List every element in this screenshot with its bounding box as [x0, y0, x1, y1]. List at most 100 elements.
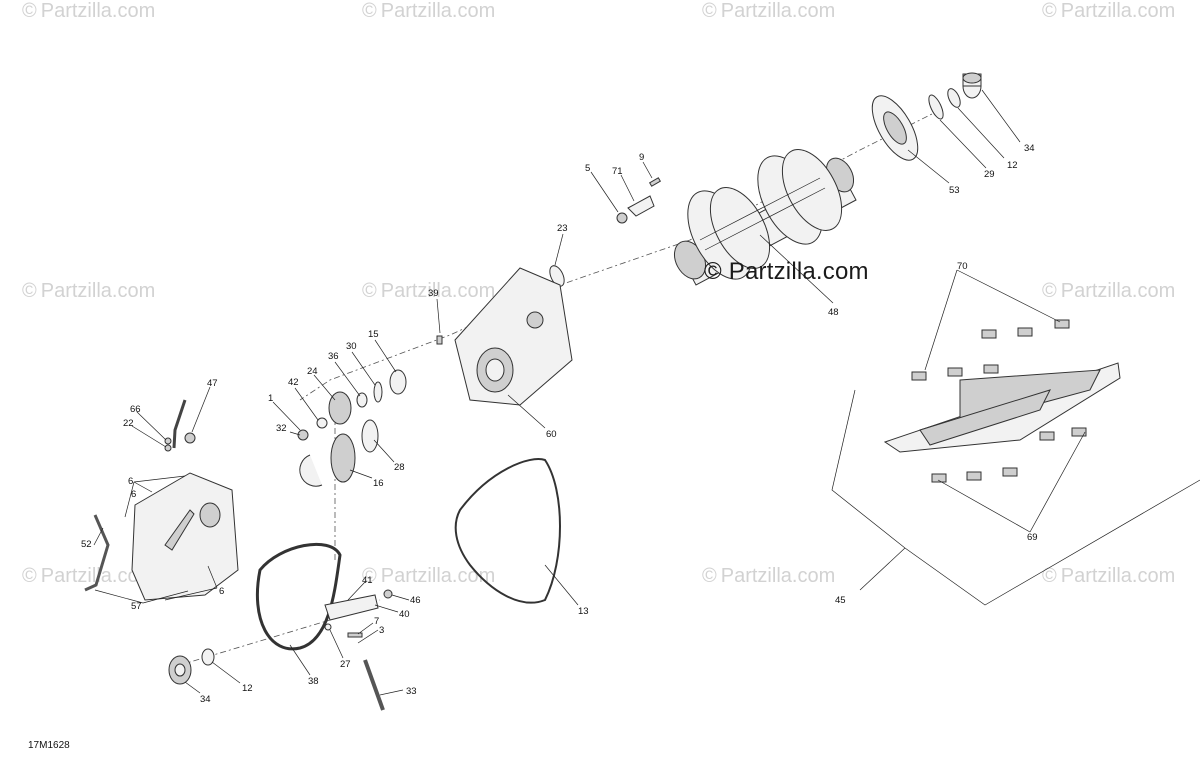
callout-53: 53 — [949, 185, 960, 196]
watermark: ©Partzilla.com — [702, 565, 836, 587]
callout-60: 60 — [546, 429, 557, 440]
copyright-icon: © — [704, 258, 729, 285]
tensioner-40 — [324, 594, 379, 621]
pin-9 — [648, 177, 662, 187]
callout-27: 27 — [340, 659, 351, 670]
callout-30: 30 — [346, 341, 357, 352]
brand-watermark: © Partzilla.com — [704, 258, 869, 285]
callout-12-top: 12 — [1007, 160, 1018, 171]
callout-33: 33 — [406, 686, 417, 697]
callout-34-top: 34 — [1024, 143, 1035, 154]
callout-16: 16 — [373, 478, 384, 489]
copyright-icon: © — [1042, 280, 1057, 302]
ring-30 — [373, 381, 383, 403]
callout-36: 36 — [328, 351, 339, 362]
callout-57: 57 — [131, 601, 142, 612]
fitting-22 — [164, 444, 172, 452]
callout-71: 71 — [612, 166, 623, 177]
watermark: ©Partzilla.com — [22, 280, 156, 302]
callout-45: 45 — [835, 595, 846, 606]
ring-28 — [361, 419, 379, 453]
callout-6-mid: 6 — [131, 489, 136, 500]
callout-46: 46 — [410, 595, 421, 606]
callout-28: 28 — [394, 462, 405, 473]
bearing-34-top — [962, 72, 982, 99]
ring-12-bottom — [201, 648, 215, 666]
callout-3: 3 — [379, 625, 384, 636]
nut-5 — [616, 212, 628, 224]
callout-5: 5 — [585, 163, 590, 174]
bracket-71 — [627, 195, 655, 217]
spacer-36 — [356, 392, 368, 408]
copyright-icon: © — [22, 565, 37, 587]
callout-6-top: 6 — [128, 476, 133, 487]
gasket-13 — [454, 458, 561, 604]
callout-1: 1 — [268, 393, 273, 404]
washer-42 — [316, 417, 328, 429]
dipstick-47 — [172, 399, 187, 449]
callout-38: 38 — [308, 676, 319, 687]
callout-13: 13 — [578, 606, 589, 617]
circlip-1 — [299, 454, 323, 487]
callout-9: 9 — [639, 152, 644, 163]
callout-7: 7 — [374, 616, 379, 627]
sprocket-16 — [330, 433, 356, 483]
clips-69 — [931, 427, 1087, 483]
fitting-66 — [164, 437, 172, 445]
ring-12-top — [947, 88, 961, 108]
callout-32: 32 — [276, 423, 287, 434]
watermark: ©Partzilla.com — [1042, 280, 1176, 302]
seal-23 — [549, 265, 565, 287]
copyright-icon: © — [702, 565, 717, 587]
callout-22: 22 — [123, 418, 134, 429]
plug-39 — [436, 335, 443, 345]
callout-47: 47 — [207, 378, 218, 389]
copyright-icon: © — [362, 0, 377, 22]
callout-70: 70 — [957, 261, 968, 272]
callout-numbers: 5 71 9 23 39 48 53 29 12 34 60 15 30 36 … — [81, 143, 1038, 705]
bracket-52 — [84, 514, 110, 592]
callout-12-bottom: 12 — [242, 683, 253, 694]
bearing-housing-53 — [871, 95, 919, 161]
pin-7 — [347, 632, 363, 638]
leader-lines — [93, 89, 1200, 696]
bearing-34-bottom — [168, 655, 192, 685]
chain-38 — [255, 542, 342, 651]
plug-47 — [184, 432, 196, 444]
copyright-icon: © — [22, 280, 37, 302]
callout-40: 40 — [399, 609, 410, 620]
chaincase-cover-57 — [131, 472, 239, 601]
callout-23: 23 — [557, 223, 568, 234]
callout-42: 42 — [288, 377, 299, 388]
drive-shaft-48 — [673, 149, 857, 286]
clips-70 — [911, 319, 1070, 381]
copyright-icon: © — [1042, 0, 1057, 22]
callout-69: 69 — [1027, 532, 1038, 543]
plug-46 — [383, 589, 393, 599]
callout-41: 41 — [362, 575, 373, 586]
callout-66: 66 — [130, 404, 141, 415]
callout-52: 52 — [81, 539, 92, 550]
callout-15: 15 — [368, 329, 379, 340]
watermark: ©Partzilla.com — [1042, 0, 1176, 22]
callout-29: 29 — [984, 169, 995, 180]
callout-39: 39 — [428, 288, 439, 299]
ring-27 — [324, 623, 332, 631]
callout-34-bottom: 34 — [200, 694, 211, 705]
bearing-15 — [389, 369, 407, 395]
callout-48: 48 — [828, 307, 839, 318]
ring-29 — [928, 94, 944, 120]
callout-6-bottom: 6 — [219, 586, 224, 597]
watermark: ©Partzilla.com — [362, 280, 496, 302]
copyright-icon: © — [362, 280, 377, 302]
copyright-icon: © — [22, 0, 37, 22]
chaincase-housing-60 — [454, 267, 573, 406]
watermark: ©Partzilla.com — [362, 565, 496, 587]
bolt-32 — [297, 429, 309, 441]
watermark: ©Partzilla.com — [1042, 565, 1176, 587]
watermark: ©Partzilla.com — [702, 0, 836, 22]
gear-24 — [328, 391, 352, 425]
callout-24: 24 — [307, 366, 318, 377]
copyright-icon: © — [702, 0, 717, 22]
